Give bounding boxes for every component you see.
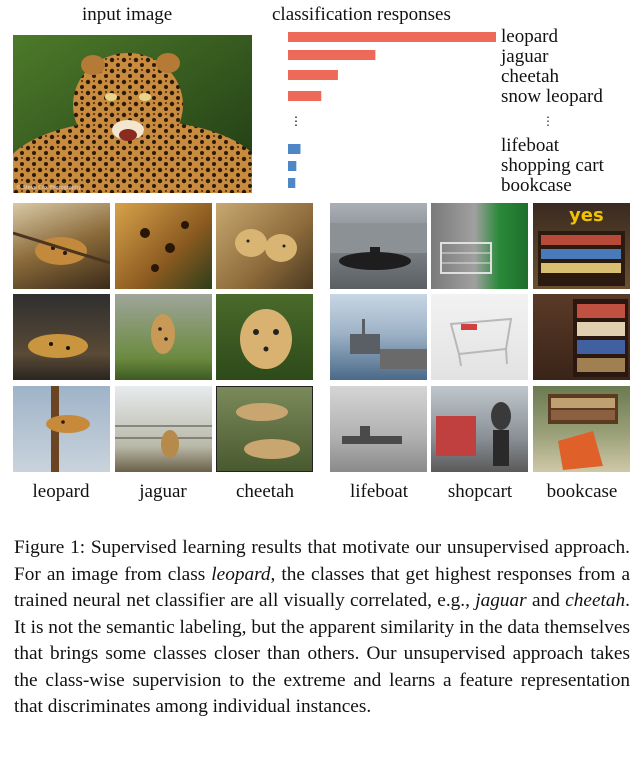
grid-image-jaguar-3 (115, 386, 212, 472)
caption-label: Figure 1: (14, 537, 86, 558)
grid-image-leopard-3 (13, 386, 110, 472)
column-label-shopcart: shopcart (447, 481, 513, 502)
grid-image-bookcase-3 (533, 386, 630, 472)
grid-image-bookcase-1: yes (533, 203, 630, 289)
grid-image-lifeboat-1 (330, 203, 427, 289)
grid-image-leopard-2 (13, 294, 110, 380)
column-label-leopard: leopard (32, 481, 90, 502)
bar-shopping-cart (288, 161, 297, 171)
ellipsis-right: ⋮ (542, 114, 554, 128)
input-leopard-image: © Steve Cox Photography (13, 35, 252, 193)
grid-image-jaguar-1 (115, 203, 212, 289)
bar-cheetah (288, 70, 338, 80)
watermark-text: © Steve Cox Photography (16, 185, 82, 191)
bar-lifeboat (288, 144, 301, 154)
yes-sign-text: yes (569, 205, 604, 226)
class-label-jaguar: jaguar (501, 46, 549, 67)
class-label-bookcase: bookcase (501, 175, 572, 196)
grid-image-jaguar-2 (115, 294, 212, 380)
grid-image-shopcart-1 (431, 203, 528, 289)
grid-image-lifeboat-2 (330, 294, 427, 380)
column-label-jaguar: jaguar (139, 481, 187, 502)
grid-image-cheetah-2 (216, 294, 313, 380)
class-label-leopard: leopard (501, 26, 558, 47)
grid-image-shopcart-2 (431, 294, 528, 380)
input-image-header: input image (82, 4, 173, 25)
column-label-lifeboat: lifeboat (349, 481, 409, 502)
bar-bookcase (288, 178, 296, 188)
class-label-lifeboat: lifeboat (501, 135, 560, 156)
column-label-cheetah: cheetah (235, 481, 294, 502)
classification-responses-header: classification responses (272, 4, 451, 25)
grid-image-shopcart-3 (431, 386, 528, 472)
grid-image-lifeboat-3 (330, 386, 427, 472)
figure-caption: Figure 1: Supervised learning results th… (14, 537, 630, 717)
grid-image-leopard-1 (13, 203, 110, 289)
grid-image-cheetah-3 (216, 386, 313, 472)
bar-snow-leopard (288, 91, 322, 101)
class-label-cheetah: cheetah (501, 66, 560, 87)
bar-leopard (288, 32, 496, 42)
column-label-bookcase: bookcase (546, 481, 618, 502)
grid-image-bookcase-2 (533, 294, 630, 380)
class-label-snow-leopard: snow leopard (501, 86, 603, 107)
classification-bar-chart: ⋮ (288, 32, 496, 188)
grid-image-cheetah-1 (216, 203, 313, 289)
ellipsis-left: ⋮ (290, 114, 302, 128)
bar-jaguar (288, 50, 376, 60)
class-label-shopping-cart: shopping cart (501, 155, 604, 176)
